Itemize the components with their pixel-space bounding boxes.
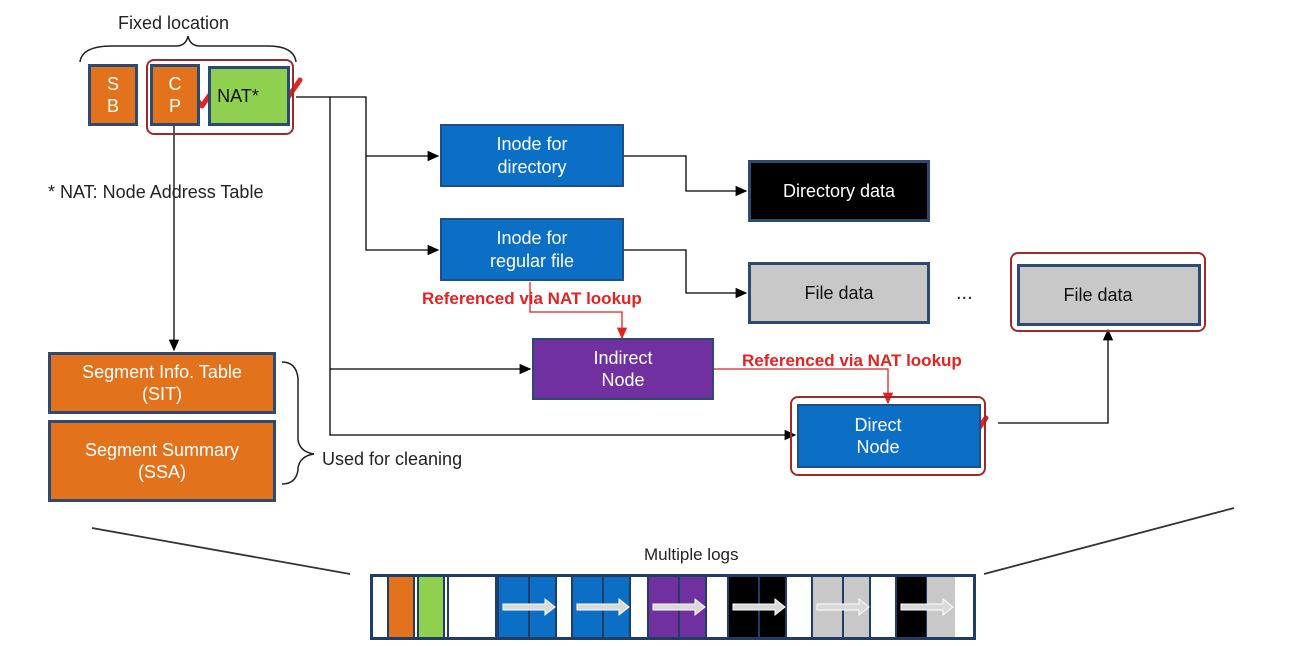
inode-regular-file: Inode for regular file	[440, 218, 624, 281]
right-arrow-icon	[652, 597, 706, 617]
direct-node-highlight	[790, 396, 986, 476]
log-segment	[647, 577, 707, 637]
right-arrow-icon	[576, 597, 630, 617]
log-segment	[497, 577, 557, 637]
inode-dir-to-data	[624, 155, 748, 197]
multiple-logs-label: Multiple logs	[644, 545, 739, 564]
direct-node: Direct Node	[797, 404, 981, 468]
log-segment	[811, 577, 871, 637]
file-data-highlight	[1010, 252, 1206, 332]
nat-note: * NAT: Node Address Table	[48, 182, 264, 202]
inode-file-to-data	[624, 249, 748, 299]
sb-block: S B	[88, 64, 138, 126]
cp-nat-highlight	[146, 59, 294, 135]
file-data-2: File data	[1017, 264, 1201, 326]
right-arrow-icon	[502, 597, 556, 617]
log-segment	[387, 577, 415, 637]
log-strip	[370, 574, 976, 640]
used-for-cleaning: Used for cleaning	[322, 449, 463, 469]
ssa-block: Segment Summary (SSA)	[48, 420, 276, 502]
right-arrow-icon	[816, 597, 870, 617]
indirect-node: Indirect Node	[532, 338, 714, 400]
right-arrow-icon	[732, 597, 786, 617]
referenced-label-1: Referenced via NAT lookup	[422, 289, 642, 308]
file-data-1: File data	[748, 262, 930, 324]
ref-inode-to-indirect	[529, 282, 628, 340]
log-segment	[571, 577, 631, 637]
direct-to-file-data	[998, 328, 1114, 424]
fixed-location-label: Fixed location	[118, 13, 230, 33]
file-data-2-label: File data	[1063, 284, 1133, 305]
right-arrow-icon	[900, 597, 954, 617]
nat-block: NAT*	[208, 66, 290, 126]
nat-to-inode-dir	[330, 96, 440, 162]
nat-to-inode-file	[365, 156, 440, 256]
cp-block: C P	[150, 64, 200, 126]
log-segment	[417, 577, 445, 637]
fixed-location-brace	[79, 35, 297, 63]
directory-data: Directory data	[748, 160, 930, 222]
cleaning-brace	[281, 361, 315, 485]
inode-directory: Inode for directory	[440, 124, 624, 187]
nat-connector	[296, 96, 797, 441]
zoom-line-right	[983, 507, 1235, 575]
nat-label: NAT*	[217, 85, 259, 106]
zoom-line-left	[91, 527, 351, 575]
referenced-label-2: Referenced via NAT lookup	[742, 351, 962, 370]
log-segment	[895, 577, 955, 637]
log-segment	[727, 577, 787, 637]
ref-indirect-to-direct	[714, 368, 894, 405]
log-segment	[447, 577, 497, 637]
ellipsis: ...	[956, 282, 973, 304]
direct-node-label: Direct Node	[854, 414, 902, 458]
sit-block: Segment Info. Table (SIT)	[48, 352, 276, 414]
